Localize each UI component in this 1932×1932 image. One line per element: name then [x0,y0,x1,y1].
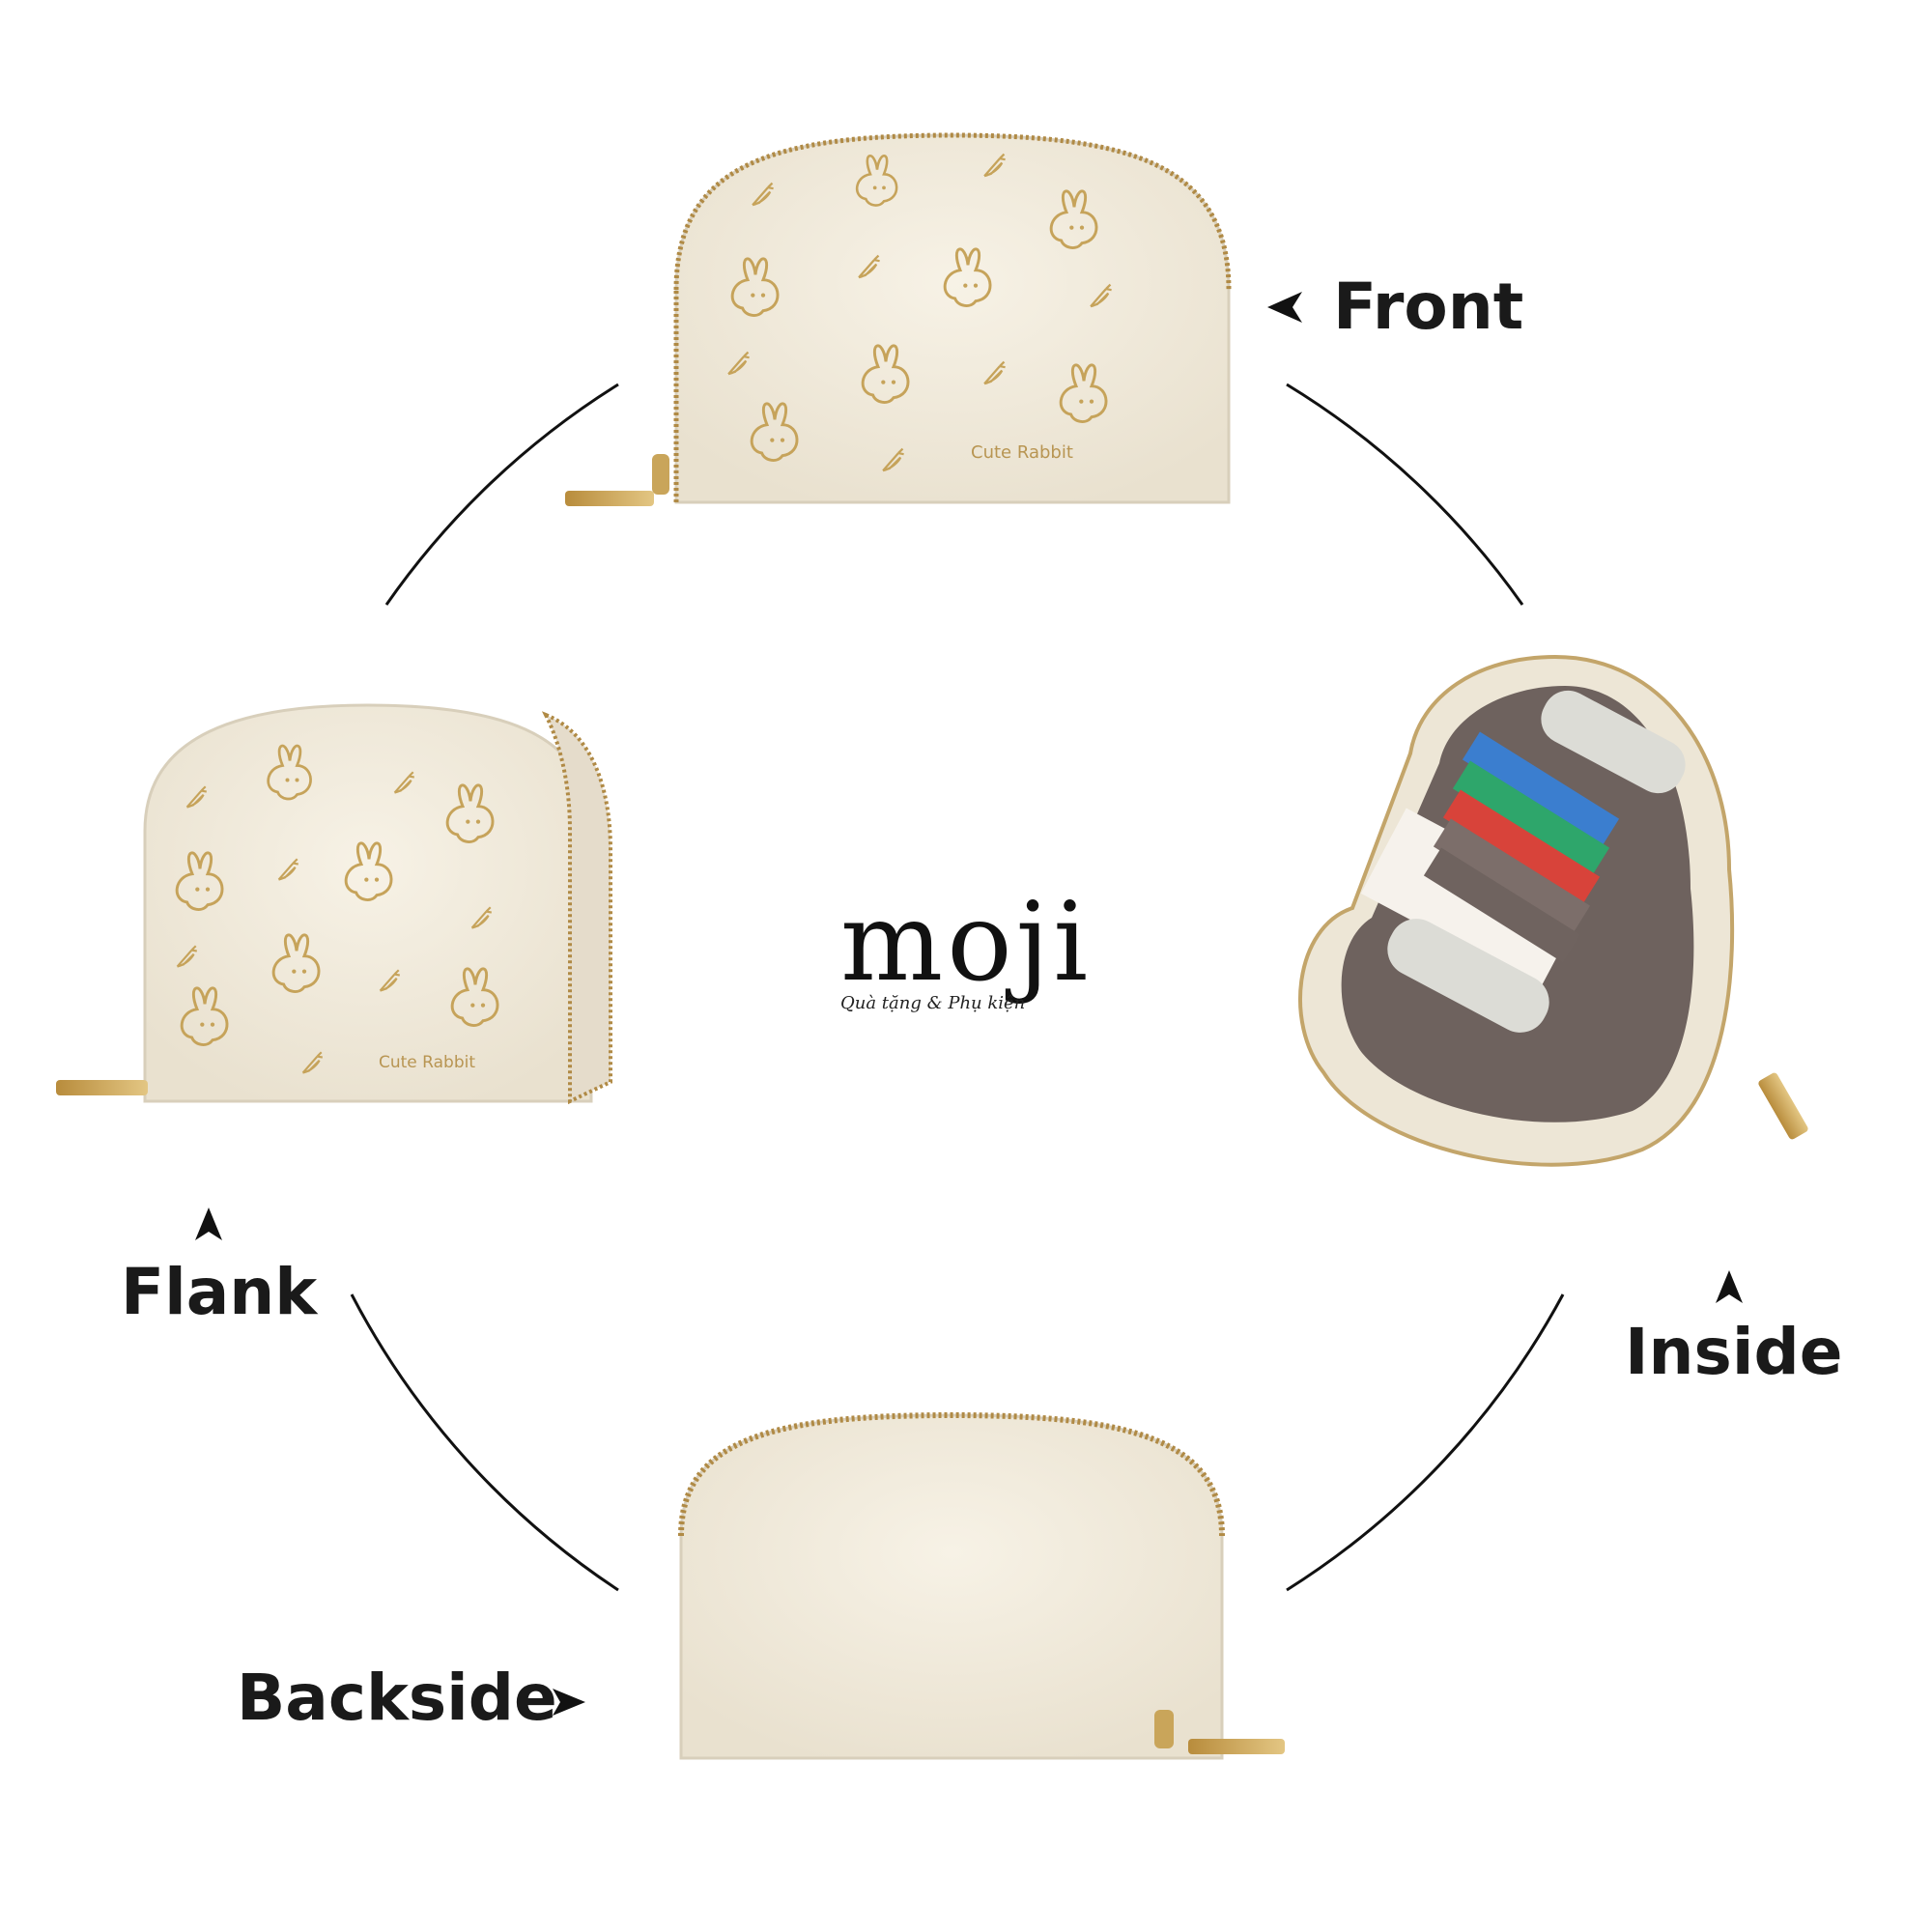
arrow-up-icon [1716,1270,1743,1303]
wallet-inside-photo [1298,654,1808,1167]
wallet-front-print-text: Cute Rabbit [971,442,1073,463]
circle-arcs [350,383,1565,1592]
arc-bottom-right [1286,1293,1565,1592]
brand-logo-word: moji [840,880,1093,1006]
card-stack [1360,731,1620,989]
wallet-flank-print-text: Cute Rabbit [379,1053,475,1072]
wallet-front-photo [565,132,1232,506]
wallet-backside-photo [678,1411,1285,1760]
label-inside: Inside [1625,1315,1843,1389]
arrow-left-icon [1267,292,1302,323]
brand-logo-tagline: Quà tặng & Phụ kiện [840,993,1026,1013]
arrow-up-icon [195,1208,222,1240]
label-backside: Backside [237,1661,557,1735]
arc-bottom-left [350,1293,619,1592]
wallet-flank-photo [56,703,612,1105]
label-front: Front [1333,270,1524,344]
arrow-icons [195,292,1743,1716]
label-flank: Flank [121,1255,318,1329]
arc-top-left [384,383,619,606]
arrow-right-icon [553,1689,585,1716]
arc-top-right [1286,383,1524,606]
